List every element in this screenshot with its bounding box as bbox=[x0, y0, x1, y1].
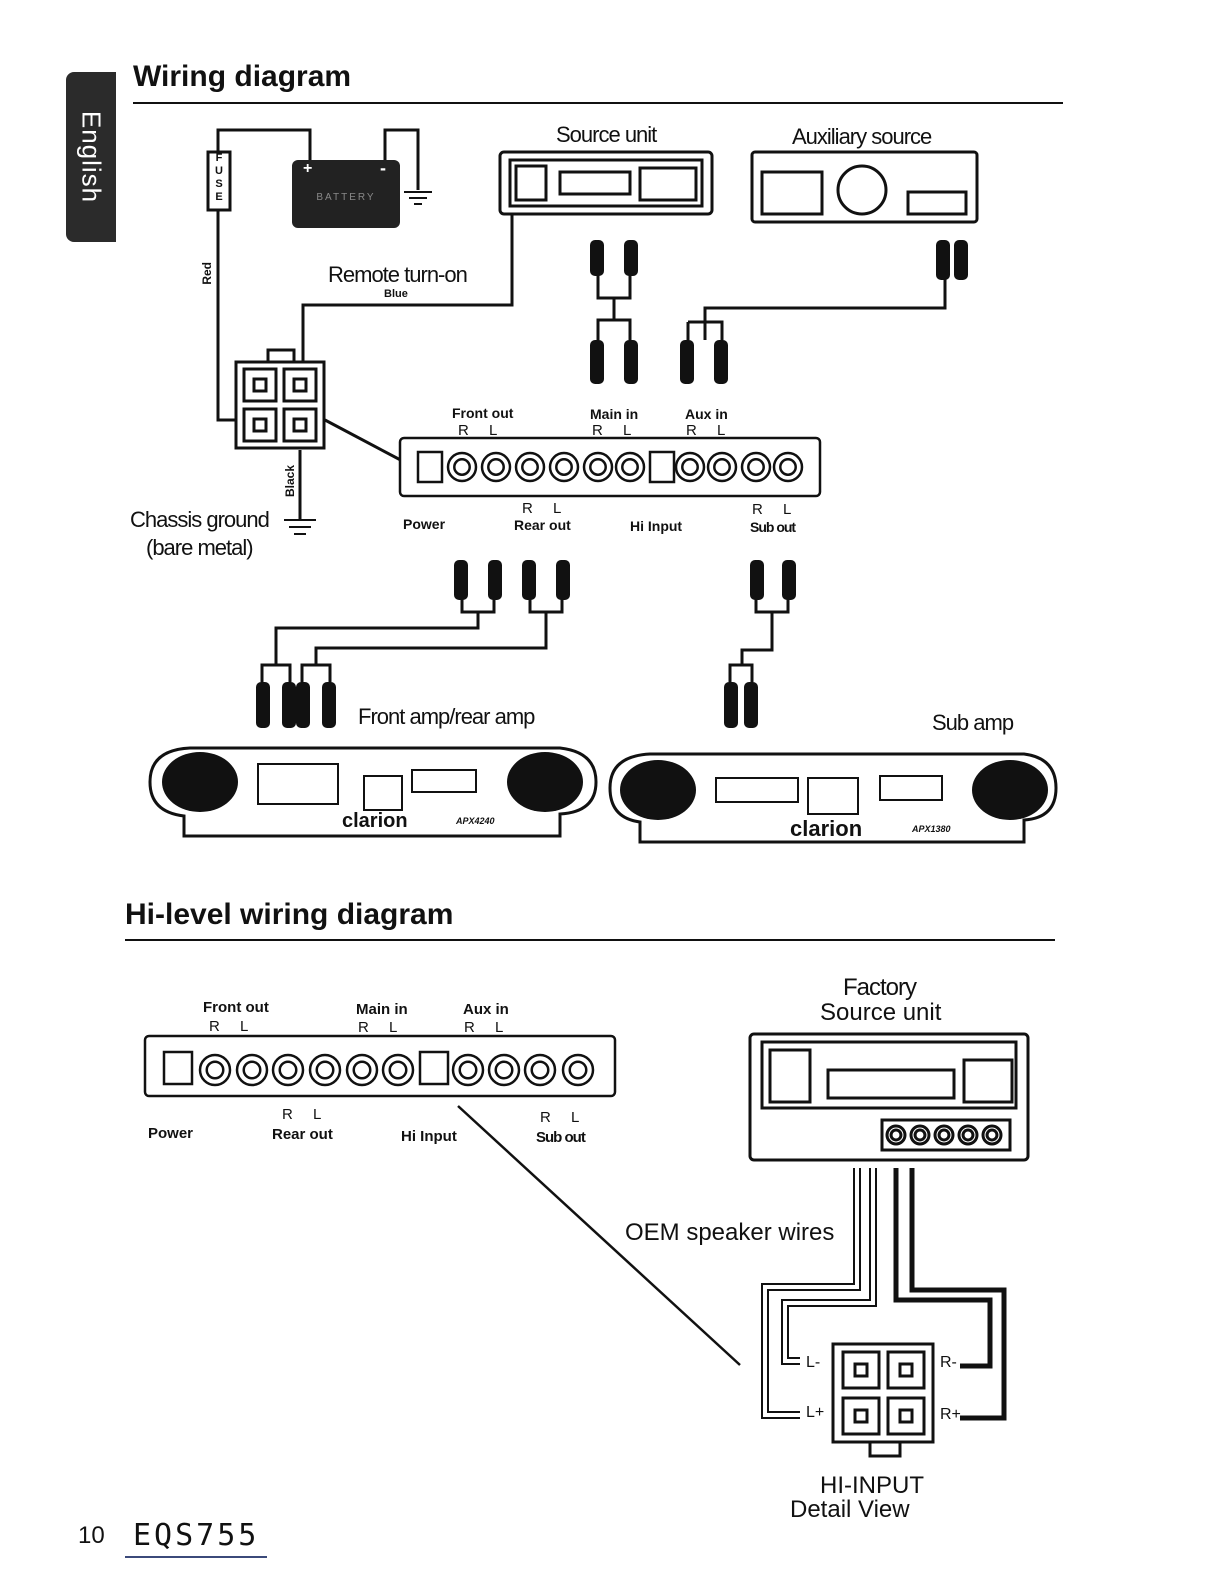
eq2-main-in-label: Main in bbox=[356, 1001, 408, 1018]
rca-jack-inner bbox=[621, 458, 639, 476]
rca-jack-inner bbox=[747, 458, 765, 476]
l-plus-label: L+ bbox=[806, 1404, 825, 1421]
detail-title: HI-INPUT bbox=[820, 1472, 924, 1499]
rca-jack-inner bbox=[242, 1060, 262, 1080]
model-name: EQS755 bbox=[133, 1518, 260, 1553]
eq2-front-out-rl: R L bbox=[209, 1018, 257, 1035]
eq1-aux-in-label: Aux in bbox=[685, 406, 728, 422]
amp1-brand: clarion bbox=[342, 810, 408, 832]
oem-wires-label: OEM speaker wires bbox=[625, 1219, 835, 1246]
rca-jack-inner bbox=[521, 458, 539, 476]
eq2-main-in-rl: R L bbox=[358, 1019, 406, 1036]
language-tab: English bbox=[66, 72, 116, 242]
title-rule bbox=[133, 102, 1063, 104]
rca-jack-inner bbox=[889, 1128, 903, 1142]
rca-jack-inner bbox=[205, 1060, 225, 1080]
eq1-power-label: Power bbox=[403, 516, 446, 532]
chassis-ground-label: Chassis ground bbox=[130, 507, 270, 532]
eq1-rear-out-rl: R L bbox=[522, 500, 570, 517]
rca-jack-inner bbox=[589, 458, 607, 476]
eq2-power-label: Power bbox=[148, 1125, 194, 1142]
remote-turn-on-label: Remote turn-on bbox=[328, 262, 468, 287]
l-minus-label: L- bbox=[806, 1354, 821, 1371]
eq2-rear-out-label: Rear out bbox=[272, 1126, 333, 1143]
bare-metal-label: (bare metal) bbox=[146, 535, 254, 560]
eq1-main-in-label: Main in bbox=[590, 406, 639, 422]
eq1-sub-out-rl: R L bbox=[752, 501, 800, 518]
rca-jack-inner bbox=[985, 1128, 999, 1142]
rca-jack-inner bbox=[487, 458, 505, 476]
svg-text:BATTERY: BATTERY bbox=[316, 192, 375, 203]
eq2-sub-out-label: Sub out bbox=[536, 1129, 586, 1146]
page-number: 10 bbox=[78, 1522, 105, 1549]
rca-jack-inner bbox=[913, 1128, 927, 1142]
rca-jack-inner bbox=[388, 1060, 408, 1080]
eq1-main-in-rl: R L bbox=[592, 422, 640, 439]
rca-jack-inner bbox=[568, 1060, 588, 1080]
fuse-label: FUSE bbox=[215, 152, 223, 203]
eq1-aux-in-rl: R L bbox=[686, 422, 734, 439]
battery-plus: + bbox=[303, 160, 313, 177]
eq1-rear-out-label: Rear out bbox=[514, 517, 571, 533]
r-plus-label: R+ bbox=[940, 1406, 961, 1423]
hi-level-title: Hi-level wiring diagram bbox=[125, 898, 454, 931]
eq2-rear-out-rl: R L bbox=[282, 1106, 330, 1123]
amp1-model: APX4240 bbox=[456, 816, 495, 826]
rca-jack-inner bbox=[315, 1060, 335, 1080]
rca-jack-inner bbox=[779, 458, 797, 476]
blue-wire-label: Blue bbox=[384, 288, 408, 300]
detail-subtitle: Detail View bbox=[790, 1496, 910, 1523]
rca-jack-inner bbox=[681, 458, 699, 476]
eq1-sub-out-label: Sub out bbox=[750, 519, 796, 535]
black-wire-label: Black bbox=[283, 465, 297, 498]
rca-jack-inner bbox=[555, 458, 573, 476]
footer-rule bbox=[125, 1556, 267, 1558]
eq2-hi-input-label: Hi Input bbox=[401, 1128, 457, 1145]
battery-minus: - bbox=[380, 158, 386, 178]
rca-jack-inner bbox=[961, 1128, 975, 1142]
eq1-front-out-rl: R L bbox=[458, 422, 506, 439]
wiring-diagram-title: Wiring diagram bbox=[133, 60, 352, 93]
rca-jack-inner bbox=[453, 458, 471, 476]
auxiliary-source-label: Auxiliary source bbox=[792, 124, 932, 149]
rca-jack-inner bbox=[278, 1060, 298, 1080]
factory-label: Factory bbox=[843, 974, 917, 1001]
rca-jack-inner bbox=[352, 1060, 372, 1080]
rca-jack-inner bbox=[713, 458, 731, 476]
red-wire-label: Red bbox=[200, 262, 214, 285]
amp2-brand: clarion bbox=[790, 816, 863, 841]
rca-jack-inner bbox=[458, 1060, 478, 1080]
rca-jack-inner bbox=[530, 1060, 550, 1080]
rca-jack-inner bbox=[494, 1060, 514, 1080]
eq2-aux-in-label: Aux in bbox=[463, 1001, 509, 1018]
rca-jack-inner bbox=[937, 1128, 951, 1142]
sub-amp-label: Sub amp bbox=[932, 710, 1014, 735]
eq1-front-out-label: Front out bbox=[452, 405, 514, 421]
source-unit-label-2: Source unit bbox=[820, 999, 942, 1026]
eq2-aux-in-rl: R L bbox=[464, 1019, 512, 1036]
eq1-hi-input-label: Hi Input bbox=[630, 518, 683, 534]
hi-level-rule bbox=[125, 939, 1055, 941]
source-unit-label: Source unit bbox=[556, 122, 657, 147]
front-rear-amp-label: Front amp/rear amp bbox=[358, 704, 535, 729]
eq2-front-out-label: Front out bbox=[203, 999, 269, 1016]
amp2-model: APX1380 bbox=[912, 824, 951, 834]
eq2-sub-out-rl: R L bbox=[540, 1109, 588, 1126]
r-minus-label: R- bbox=[940, 1354, 957, 1371]
